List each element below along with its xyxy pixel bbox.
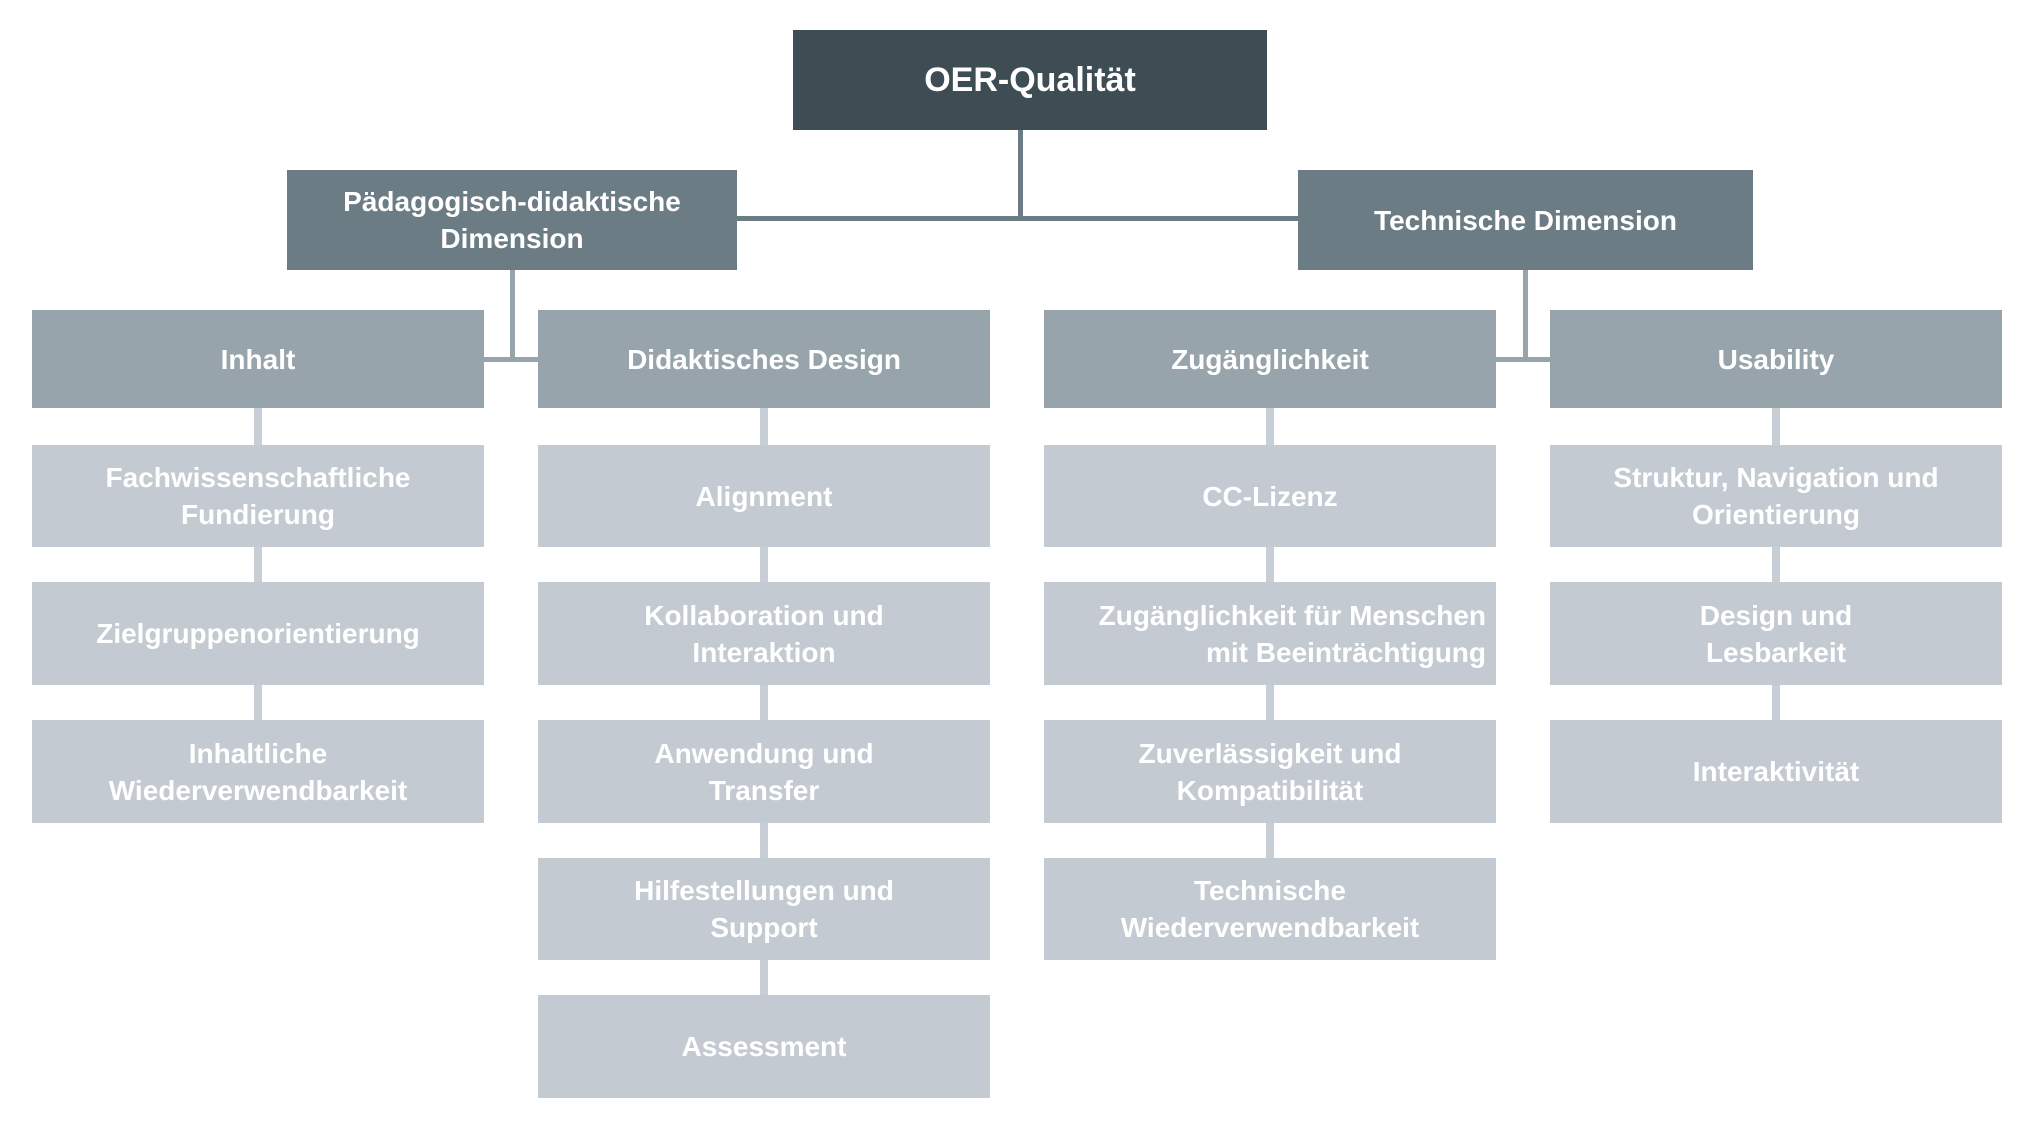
connector-col1-item2-item3 xyxy=(254,685,262,720)
node-label-line: Wiederverwendbarkeit xyxy=(108,774,408,806)
node-label-line: mit Beeinträchtigung xyxy=(1205,636,1486,668)
category-node-inhalt: Inhalt xyxy=(32,310,484,408)
node-label-line: Design und xyxy=(1699,599,1853,631)
dimension-node-paedagogisch-didaktisch: Pädagogisch-didaktische Dimension xyxy=(287,170,737,270)
node-label: Assessment xyxy=(681,1031,847,1062)
connector-col4-item1-item2 xyxy=(1772,547,1780,582)
node-label-line: Transfer xyxy=(708,774,820,806)
connector-dimension-left-vertical xyxy=(510,270,515,362)
node-label-line: Fundierung xyxy=(181,499,335,530)
connector-col3-header-item1 xyxy=(1266,408,1274,445)
connector-dimension-left-horizontal xyxy=(484,357,538,362)
node-label-line: Kompatibilität xyxy=(1176,774,1364,806)
item-node-anwendung-und-transfer: Anwendung und Transfer xyxy=(538,720,990,823)
node-label-line: Struktur, Navigation und xyxy=(1613,462,1939,493)
category-node-zugaenglichkeit: Zugänglichkeit xyxy=(1044,310,1496,408)
node-label-line: Technische Dimension xyxy=(1374,204,1677,236)
item-node-assessment: Assessment xyxy=(538,995,990,1098)
node-label-line: Kollaboration und xyxy=(644,599,884,631)
node-label-line: Anwendung und xyxy=(654,737,874,769)
node-label-line: Lesbarkeit xyxy=(1705,636,1847,668)
category-node-usability: Usability xyxy=(1550,310,2002,408)
node-label: Inhalt xyxy=(220,343,296,375)
item-node-cc-lizenz: CC-Lizenz xyxy=(1044,445,1496,547)
dimension-node-technisch: Technische Dimension xyxy=(1298,170,1753,270)
node-label-line: Wiederverwendbarkeit xyxy=(1120,912,1420,943)
node-label: OER-Qualität xyxy=(924,60,1136,99)
item-node-zuverlaessigkeit-und-kompatibilitaet: Zuverlässigkeit und Kompatibilität xyxy=(1044,720,1496,823)
node-label: Zielgruppenorientierung xyxy=(96,618,420,649)
connector-col2-item4-item5 xyxy=(760,960,768,995)
node-label-line: Orientierung xyxy=(1691,499,1860,530)
connector-col1-item1-item2 xyxy=(254,547,262,582)
connector-col1-header-item1 xyxy=(254,408,262,445)
node-label: Usability xyxy=(1717,343,1835,375)
connector-dimension-right-horizontal xyxy=(1496,357,1550,362)
node-label-line: Hilfestellungen und xyxy=(634,875,894,906)
item-node-zugaenglichkeit-fuer-menschen-mit-beeintraechtigung: Zugänglichkeit für Menschen mit Beeinträ… xyxy=(1044,582,1496,685)
connector-col4-item2-item3 xyxy=(1772,685,1780,720)
node-label: Didaktisches Design xyxy=(627,343,901,375)
connector-col3-item1-item2 xyxy=(1266,547,1274,582)
node-label: Alignment xyxy=(695,480,833,512)
node-label-line: Pädagogisch-didaktische xyxy=(343,186,681,217)
category-node-didaktisches-design: Didaktisches Design xyxy=(538,310,990,408)
connector-col4-header-item1 xyxy=(1772,408,1780,445)
connector-col2-header-item1 xyxy=(760,408,768,445)
node-label-line: Fachwissenschaftliche xyxy=(105,462,411,493)
node-label: Interaktivität xyxy=(1692,756,1860,787)
item-node-struktur-navigation-und-orientierung: Struktur, Navigation und Orientierung xyxy=(1550,445,2002,547)
item-node-design-und-lesbarkeit: Design und Lesbarkeit xyxy=(1550,582,2002,685)
node-label-line: Technische xyxy=(1194,875,1346,906)
node-label-line: Dimension xyxy=(440,223,584,254)
connector-col3-item2-item3 xyxy=(1266,685,1274,720)
item-node-interaktivitaet: Interaktivität xyxy=(1550,720,2002,823)
item-node-alignment: Alignment xyxy=(538,445,990,547)
node-label: Zugänglichkeit xyxy=(1171,343,1369,375)
connector-col2-item1-item2 xyxy=(760,547,768,582)
item-node-technische-wiederverwendbarkeit: Technische Wiederverwendbarkeit xyxy=(1044,858,1496,960)
connector-dimension-right-vertical xyxy=(1523,270,1528,362)
item-node-inhaltliche-wiederverwendbarkeit: Inhaltliche Wiederverwendbarkeit xyxy=(32,720,484,823)
item-node-kollaboration-und-interaktion: Kollaboration und Interaktion xyxy=(538,582,990,685)
item-node-zielgruppenorientierung: Zielgruppenorientierung xyxy=(32,582,484,685)
node-label-line: Interaktion xyxy=(692,636,836,668)
connector-root-vertical xyxy=(1018,130,1023,221)
node-label-line: Zuverlässigkeit und xyxy=(1138,737,1402,769)
node-label: CC-Lizenz xyxy=(1202,480,1338,512)
node-label-line: Zugänglichkeit für Menschen xyxy=(1098,599,1486,631)
connector-col2-item2-item3 xyxy=(760,685,768,720)
connector-root-horizontal xyxy=(737,216,1298,221)
connector-col3-item3-item4 xyxy=(1266,823,1274,858)
connector-col2-item3-item4 xyxy=(760,823,768,858)
node-label-line: Support xyxy=(710,912,818,943)
item-node-hilfestellungen-und-support: Hilfestellungen und Support xyxy=(538,858,990,960)
node-label-line: Inhaltliche xyxy=(188,737,328,769)
root-node-oer-qualitaet: OER-Qualität xyxy=(793,30,1267,130)
item-node-fachwissenschaftliche-fundierung: Fachwissenschaftliche Fundierung xyxy=(32,445,484,547)
